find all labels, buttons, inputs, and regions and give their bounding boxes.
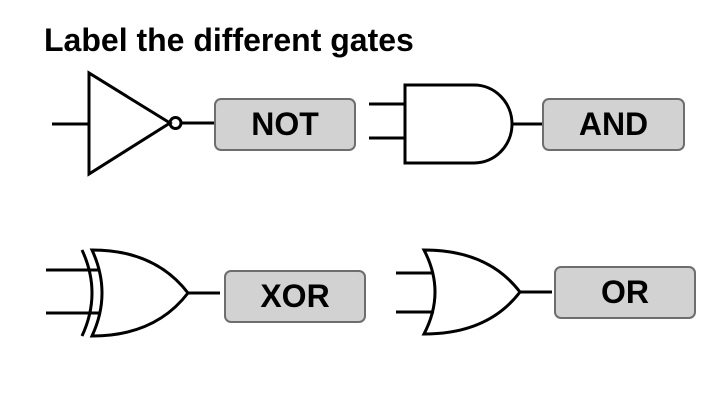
- not-gate-icon: [52, 70, 214, 177]
- xor-label: XOR: [260, 278, 330, 314]
- page-title: Label the different gates: [44, 22, 414, 58]
- xor-label-box[interactable]: XOR: [224, 270, 366, 323]
- xor-gate-icon: [46, 248, 220, 338]
- or-label-box[interactable]: OR: [554, 266, 696, 319]
- and-label-box[interactable]: AND: [542, 98, 685, 151]
- or-label: OR: [601, 274, 649, 310]
- not-label-box[interactable]: NOT: [214, 98, 356, 151]
- and-gate-icon: [369, 83, 542, 165]
- not-label: NOT: [251, 106, 319, 142]
- and-label: AND: [578, 106, 649, 142]
- or-gate-icon: [396, 248, 552, 336]
